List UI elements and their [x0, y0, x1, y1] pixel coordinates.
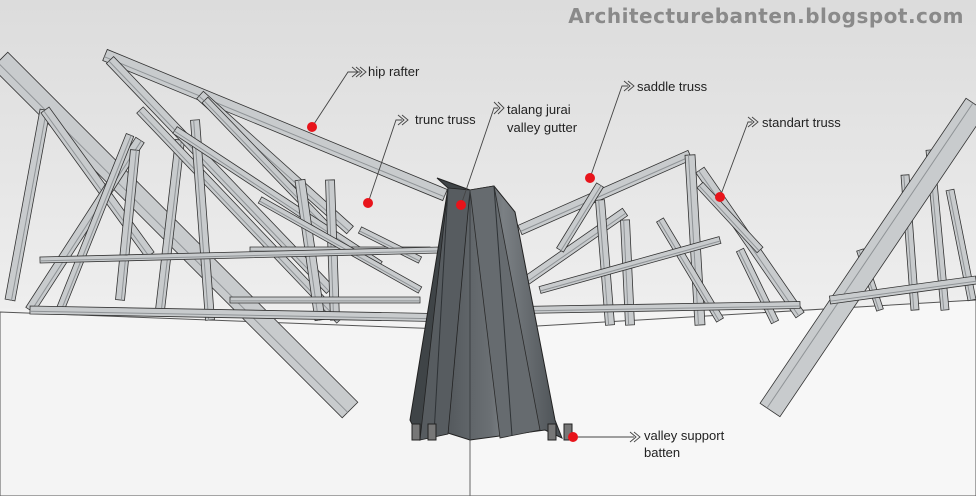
label-valley-gutter: valley gutter — [507, 120, 578, 135]
steel-member-edge — [160, 140, 182, 311]
watermark: Architecturebanten.blogspot.com — [568, 4, 964, 28]
steel-member-edge — [830, 280, 976, 302]
label-hip-rafter: hip rafter — [368, 64, 420, 79]
steel-member-edge — [60, 135, 132, 311]
label-trunc-truss: trunc truss — [415, 112, 476, 127]
steel-member-edge — [120, 150, 137, 301]
label-talang-jurai: talang jurai — [507, 102, 571, 117]
steel-member-edge — [193, 120, 210, 321]
label-batten: batten — [644, 445, 681, 460]
steel-member — [696, 181, 764, 254]
steel-member — [595, 199, 615, 326]
steel-member-edge — [30, 140, 142, 312]
label-valley-support: valley support — [644, 428, 725, 443]
steel-member-edge — [560, 185, 602, 251]
steel-member — [829, 275, 976, 305]
steel-member-edge — [259, 200, 420, 292]
steel-member-edge — [520, 155, 691, 232]
steel-member — [4, 108, 51, 302]
steel-member-edge — [766, 102, 974, 409]
steel-member — [519, 301, 801, 314]
valley-gutter — [409, 177, 573, 441]
steel-member-edge — [29, 310, 460, 320]
steel-member-edge — [40, 250, 441, 262]
annotation-leaders — [311, 66, 759, 443]
steel-member-edge — [10, 110, 47, 301]
steel-member-edge — [540, 240, 721, 292]
truss-members — [0, 48, 976, 419]
valley-gutter-marker — [456, 200, 466, 210]
standart-truss-marker — [715, 192, 725, 202]
steel-member — [115, 149, 140, 301]
steel-member-edge — [520, 305, 801, 312]
trunc-truss-marker — [363, 198, 373, 208]
steel-member-edge — [138, 110, 340, 322]
saddle-truss-marker — [585, 173, 595, 183]
steel-member — [229, 296, 421, 304]
valley-support-batten-marker — [568, 432, 578, 442]
steel-member-edge — [688, 155, 700, 326]
steel-member-edge — [520, 212, 627, 287]
steel-member-edge — [104, 56, 445, 198]
steel-member — [620, 219, 635, 326]
steel-member-edge — [698, 185, 760, 252]
label-saddle-truss: saddle truss — [637, 79, 708, 94]
steel-member-edge — [738, 250, 775, 323]
label-standart-truss: standart truss — [762, 115, 841, 130]
steel-member-edge — [359, 230, 420, 262]
steel-member-edge — [598, 200, 610, 326]
left-foreground-rafter — [0, 51, 359, 419]
left-wall-plane — [0, 311, 471, 496]
hip-rafter-marker — [307, 122, 317, 132]
